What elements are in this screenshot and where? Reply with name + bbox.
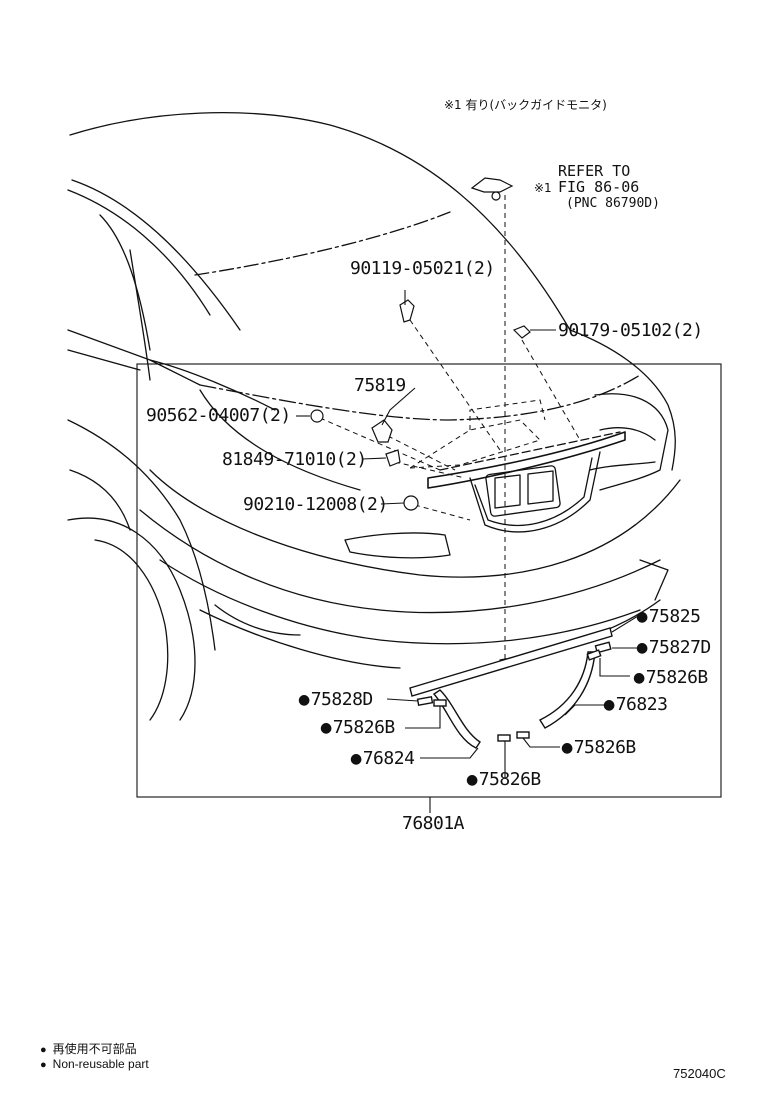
tail-light-left <box>344 532 451 559</box>
part-label-75819: 75819 <box>354 375 406 396</box>
part-label-76823: 76823 <box>603 694 668 715</box>
part-label-90119: 90119-05021(2) <box>350 258 495 279</box>
back-guide-camera <box>470 177 514 193</box>
nut-90179 <box>512 325 531 339</box>
plug-81849 <box>385 449 401 467</box>
clip-90562 <box>310 409 324 423</box>
spacer-75828d <box>416 696 434 706</box>
part-label-81849: 81849-71010(2) <box>222 449 367 470</box>
part-label-90179: 90179-05102(2) <box>558 320 703 341</box>
rear-window-lower <box>194 211 451 276</box>
part-label-75826b-right: 75826B <box>633 667 709 688</box>
spacer-75826b-l <box>433 699 447 707</box>
legend-japanese-text: 再使用不可部品 <box>52 1042 137 1056</box>
wheel-arch <box>67 419 216 651</box>
molding-76823 <box>538 651 596 729</box>
part-label-90210: 90210-12008(2) <box>243 494 388 515</box>
spacer-75826b-c <box>516 731 530 739</box>
header-note: ※1 有り(バックガイドモニタ) <box>444 98 607 112</box>
assembly-box <box>136 363 722 798</box>
non-reusable-dot-icon: ● <box>40 1059 47 1071</box>
clip-75819 <box>371 419 393 443</box>
reference-marker: ※1 <box>534 181 552 195</box>
reference-line-3: (PNC 86790D) <box>566 196 660 211</box>
part-label-75828d: 75828D <box>298 689 374 710</box>
part-label-75826b-bottom: 75826B <box>466 769 542 790</box>
part-label-76801a: 76801A <box>402 813 465 834</box>
bumper-outline <box>149 469 681 578</box>
roof-line <box>69 112 571 331</box>
trunk-garnish <box>427 431 626 489</box>
non-reusable-dot-icon: ● <box>40 1044 47 1056</box>
tail-light-right <box>594 393 669 491</box>
part-label-75826b-center: 75826B <box>561 737 637 758</box>
part-label-75827d: 75827D <box>636 637 712 658</box>
reference-line-1: REFER TO <box>558 162 631 180</box>
legend-english: ● Non-reusable part <box>40 1057 149 1071</box>
bolt-90119 <box>399 299 415 323</box>
legend-english-text: Non-reusable part <box>52 1057 149 1071</box>
molding-75825 <box>409 627 613 697</box>
figure-code: 752040C <box>673 1066 726 1081</box>
legend-japanese: ● 再使用不可部品 <box>40 1040 137 1057</box>
spacer-75826b-r <box>586 649 602 661</box>
wheel <box>67 517 196 721</box>
part-label-76824: 76824 <box>350 748 415 769</box>
license-plate-area <box>485 465 561 517</box>
reference-line-2: FIG 86-06 <box>558 178 640 196</box>
part-label-75826b-left: 75826B <box>320 717 396 738</box>
part-label-90562: 90562-04007(2) <box>146 405 291 426</box>
spacer-75826b-b <box>497 734 511 742</box>
part-label-75825: 75825 <box>636 606 701 627</box>
trunk-outline <box>199 374 641 421</box>
molding-76824 <box>432 689 481 749</box>
nut-90210 <box>403 495 419 511</box>
